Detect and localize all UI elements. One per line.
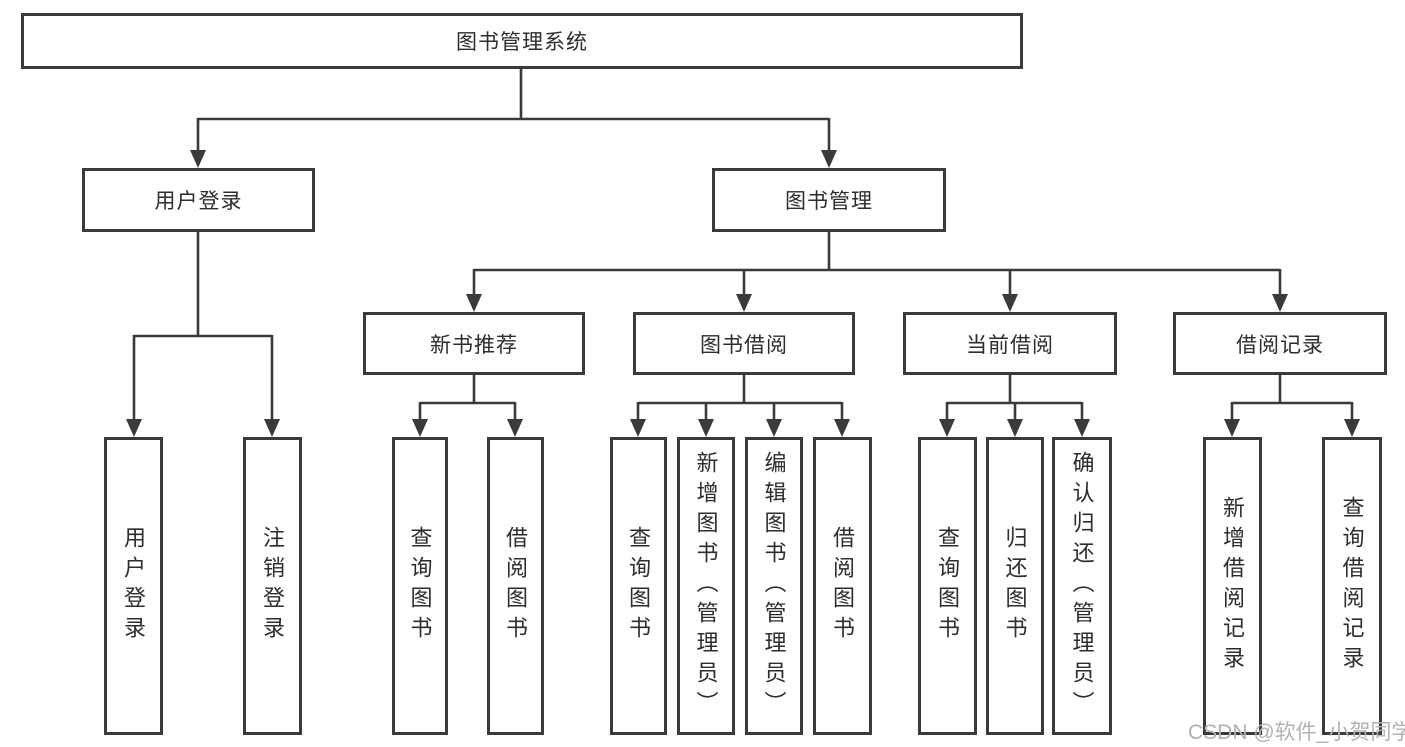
leaf-recommend-query-book: 查询图书 [392,437,448,735]
leaf-logout-label: 注销登录 [260,526,286,646]
leaf-return-book: 归还图书 [986,437,1044,735]
leaf-borrowing-query-book-label: 查询图书 [626,526,652,646]
leaf-return-book-label: 归还图书 [1002,526,1028,646]
node-book-borrowing-label: 图书借阅 [700,333,788,357]
leaf-current-query-book-label: 查询图书 [935,526,961,646]
leaf-logout: 注销登录 [243,437,302,735]
node-user-login-label: 用户登录 [154,190,243,213]
leaf-edit-book-admin: 编辑图书（管理员） [745,437,803,735]
leaf-borrowing-borrow-book: 借阅图书 [813,437,872,735]
leaf-current-query-book: 查询图书 [918,437,977,735]
node-user-login: 用户登录 [82,168,315,232]
leaf-add-book-admin-label: 新增图书（管理员） [693,451,719,721]
leaf-add-book-admin: 新增图书（管理员） [677,437,735,735]
node-book-management: 图书管理 [712,168,946,232]
node-current-borrowing: 当前借阅 [903,312,1117,375]
leaf-add-borrow-record-label: 新增借阅记录 [1220,496,1246,676]
leaf-edit-book-admin-label: 编辑图书（管理员） [761,451,787,721]
node-borrowing-records-label: 借阅记录 [1236,333,1324,357]
leaf-query-borrow-record-label: 查询借阅记录 [1339,496,1365,676]
leaf-confirm-return-admin-label: 确认归还（管理员） [1069,451,1095,721]
leaf-recommend-borrow-book-label: 借阅图书 [503,526,529,646]
arrowhead-icons [126,150,1360,437]
leaf-user-login: 用户登录 [104,437,163,735]
leaf-add-borrow-record: 新增借阅记录 [1203,437,1262,735]
node-book-management-label: 图书管理 [785,190,873,213]
leaf-confirm-return-admin: 确认归还（管理员） [1052,437,1112,735]
node-new-book-recommend: 新书推荐 [363,312,585,375]
node-root: 图书管理系统 [21,13,1023,69]
node-book-borrowing: 图书借阅 [633,312,855,375]
leaf-borrowing-borrow-book-label: 借阅图书 [830,526,856,646]
leaf-recommend-borrow-book: 借阅图书 [487,437,544,735]
node-borrowing-records: 借阅记录 [1173,312,1387,375]
leaf-query-borrow-record: 查询借阅记录 [1322,437,1382,735]
watermark: CSDN @软件_小贺同学 [1188,721,1405,744]
node-root-label: 图书管理系统 [456,31,588,54]
node-current-borrowing-label: 当前借阅 [966,333,1054,357]
leaf-recommend-query-book-label: 查询图书 [407,526,433,646]
leaf-borrowing-query-book: 查询图书 [610,437,667,735]
leaf-user-login-label: 用户登录 [121,526,147,646]
node-new-book-recommend-label: 新书推荐 [430,333,518,357]
